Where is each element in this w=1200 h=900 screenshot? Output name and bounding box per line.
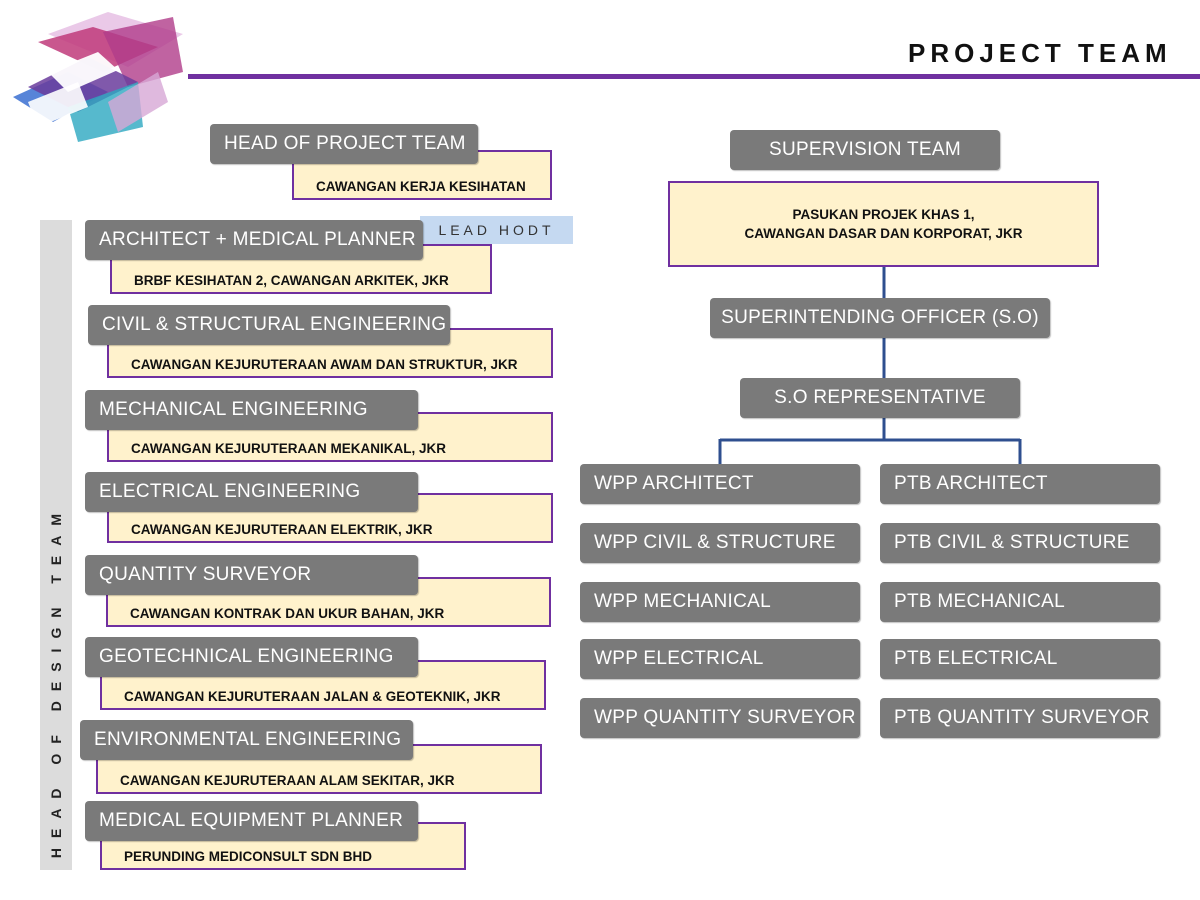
page-title: PROJECT TEAM (908, 38, 1172, 68)
design-role-geotechnical: GEOTECHNICAL ENGINEERING (85, 637, 418, 677)
lead-hodt-tag: LEAD HODT (420, 216, 573, 244)
design-role-mechanical: MECHANICAL ENGINEERING (85, 390, 418, 430)
wpp-architect: WPP ARCHITECT (580, 464, 860, 504)
wpp-electrical: WPP ELECTRICAL (580, 639, 860, 679)
design-role-quantity-surveyor: QUANTITY SURVEYOR (85, 555, 418, 595)
ptb-civil-structure: PTB CIVIL & STRUCTURE (880, 523, 1160, 563)
supervision-org-line2: CAWANGAN DASAR DAN KORPORAT, JKR (744, 226, 1023, 241)
design-role-architect: ARCHITECT + MEDICAL PLANNER (85, 220, 423, 260)
wpp-quantity-surveyor: WPP QUANTITY SURVEYOR (580, 698, 860, 738)
supervision-org-line1: PASUKAN PROJEK KHAS 1, (792, 207, 975, 222)
title-underline (188, 74, 1200, 79)
supervision-org-box: PASUKAN PROJEK KHAS 1, CAWANGAN DASAR DA… (668, 181, 1099, 267)
ptb-architect: PTB ARCHITECT (880, 464, 1160, 504)
superintending-officer: SUPERINTENDING OFFICER (S.O) (710, 298, 1050, 338)
supervision-team-title: SUPERVISION TEAM (730, 130, 1000, 170)
design-role-electrical: ELECTRICAL ENGINEERING (85, 472, 418, 512)
so-representative: S.O REPRESENTATIVE (740, 378, 1020, 418)
ptb-electrical: PTB ELECTRICAL (880, 639, 1160, 679)
ptb-quantity-surveyor: PTB QUANTITY SURVEYOR (880, 698, 1160, 738)
design-role-civil: CIVIL & STRUCTURAL ENGINEERING (88, 305, 450, 345)
head-of-design-team-bar: HEAD OF DESIGN TEAM (40, 220, 72, 870)
design-role-medical-equipment: MEDICAL EQUIPMENT PLANNER (85, 801, 418, 841)
wpp-civil-structure: WPP CIVIL & STRUCTURE (580, 523, 860, 563)
wpp-mechanical: WPP MECHANICAL (580, 582, 860, 622)
design-role-environmental: ENVIRONMENTAL ENGINEERING (80, 720, 413, 760)
ptb-mechanical: PTB MECHANICAL (880, 582, 1160, 622)
logo-icon (13, 12, 183, 142)
head-of-project-role: HEAD OF PROJECT TEAM (210, 124, 478, 164)
